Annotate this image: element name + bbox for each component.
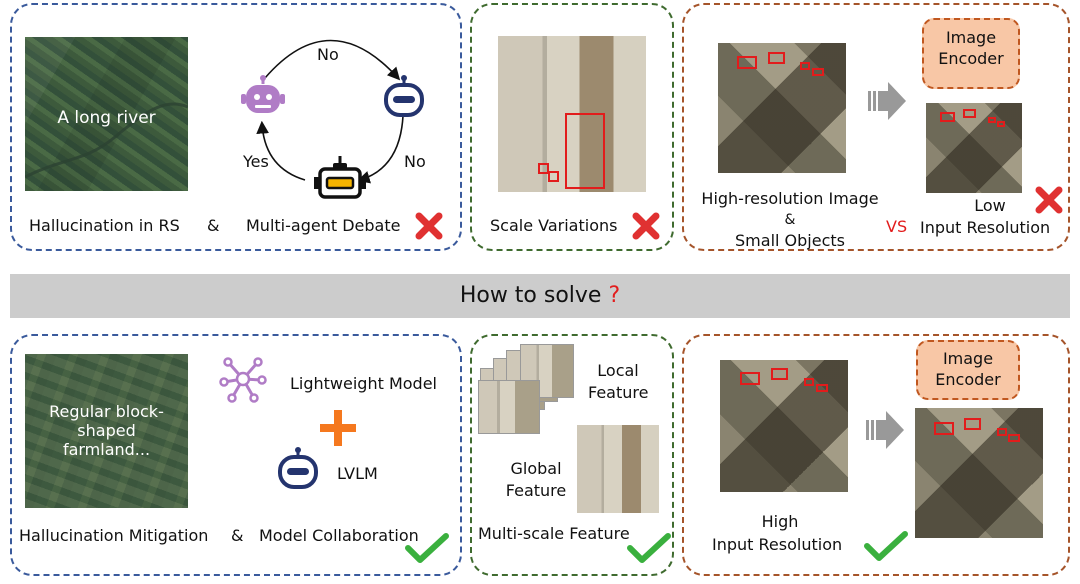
edge-label-yes: Yes	[243, 152, 269, 171]
panel-resolution-low	[682, 3, 1070, 251]
farmland-image-blocks	[25, 354, 188, 508]
label-hallucination-mitigation: Hallucination Mitigation	[19, 526, 209, 545]
check-icon	[405, 533, 449, 563]
image-encoder-label-2: Image Encoder	[935, 349, 1001, 389]
robot-blue-icon	[384, 75, 424, 117]
label-multi-agent-debate: Multi-agent Debate	[246, 216, 401, 235]
high-line1: High	[761, 512, 799, 531]
label-multi-scale-feature: Multi-scale Feature	[478, 524, 630, 543]
high-line2: Input Resolution	[712, 535, 843, 554]
cross-icon	[1035, 186, 1063, 214]
image-encoder-label: Image Encoder	[938, 28, 1004, 68]
high-res-aerial-image	[718, 43, 846, 173]
label-hallucination-rs: Hallucination in RS	[29, 216, 180, 235]
panel-hallucination-rs	[10, 3, 462, 251]
panel-hallucination-mitigation	[10, 334, 462, 576]
object-box-4	[812, 68, 824, 76]
image-encoder-block-2: Image Encoder	[916, 340, 1020, 400]
check-icon	[864, 531, 908, 561]
object-box-12	[1008, 434, 1020, 442]
arrow-right-icon	[868, 82, 906, 120]
how-to-solve-banner: How to solve ?	[10, 274, 1070, 318]
plus-icon	[320, 410, 356, 446]
robot-orange-icon	[314, 156, 366, 199]
object-box-3	[800, 62, 810, 70]
image-caption-farmland: Regular block-shaped farmland...	[49, 402, 164, 459]
banner-text: How to solve	[459, 283, 602, 308]
edge-label-no-top: No	[317, 45, 339, 64]
local-tile-5	[478, 380, 540, 434]
highlight-box-large	[565, 113, 605, 189]
vs-label: VS	[886, 217, 908, 236]
highlight-box-small-2	[548, 171, 559, 182]
lvlm-label: LVLM	[337, 464, 378, 483]
banner-question-mark: ?	[608, 283, 621, 308]
small-box-1	[940, 112, 955, 122]
low-line2: Input Resolution	[920, 218, 1051, 237]
label-model-collaboration: Model Collaboration	[259, 526, 419, 545]
object-box-6	[771, 368, 788, 380]
edge-label-no-right: No	[404, 152, 426, 171]
low-res-aerial-image	[926, 103, 1022, 193]
object-box-7	[804, 378, 814, 386]
small-box-3	[988, 117, 996, 123]
robot-purple-icon	[241, 75, 285, 113]
neural-network-icon	[219, 357, 267, 403]
object-box-8	[816, 384, 828, 392]
object-box-9	[934, 422, 954, 435]
hr-line2: Small Objects	[735, 231, 845, 250]
hr-amp: &	[784, 212, 796, 228]
arrow-right-icon	[866, 411, 904, 449]
label-amp-top: &	[207, 216, 220, 235]
check-icon	[627, 533, 671, 563]
object-box-2	[768, 52, 785, 64]
image-caption-river: A long river	[57, 108, 156, 128]
local-feature-label: Local Feature	[588, 361, 649, 402]
cross-icon	[632, 212, 660, 240]
panel-resolution-high	[682, 334, 1070, 576]
global-feature-label: Global Feature	[505, 459, 567, 500]
high-res-aerial-image-2	[720, 360, 848, 492]
farmland-image-river	[25, 37, 188, 191]
small-box-4	[997, 121, 1005, 127]
high-input-aerial-image	[915, 408, 1043, 538]
global-feature-image	[577, 425, 659, 513]
cross-icon	[415, 212, 443, 240]
object-box-10	[964, 418, 981, 430]
label-amp-bottom: &	[231, 526, 244, 545]
debate-cycle-arrows	[256, 39, 404, 184]
highlight-box-small-1	[538, 163, 549, 174]
small-box-2	[963, 109, 976, 118]
robot-blue-icon	[278, 447, 318, 489]
panel-scale-variations	[470, 3, 674, 251]
river-line	[25, 102, 188, 179]
label-scale-variations: Scale Variations	[490, 216, 618, 235]
image-encoder-block: Image Encoder	[922, 18, 1020, 89]
panel-multi-scale	[470, 334, 674, 576]
object-box-11	[997, 428, 1007, 436]
lightweight-model-label: Lightweight Model	[290, 374, 437, 393]
object-box-5	[740, 372, 760, 385]
low-line1: Low	[974, 196, 1006, 215]
object-box-1	[737, 56, 757, 69]
hr-line1: High-resolution Image	[701, 189, 879, 208]
